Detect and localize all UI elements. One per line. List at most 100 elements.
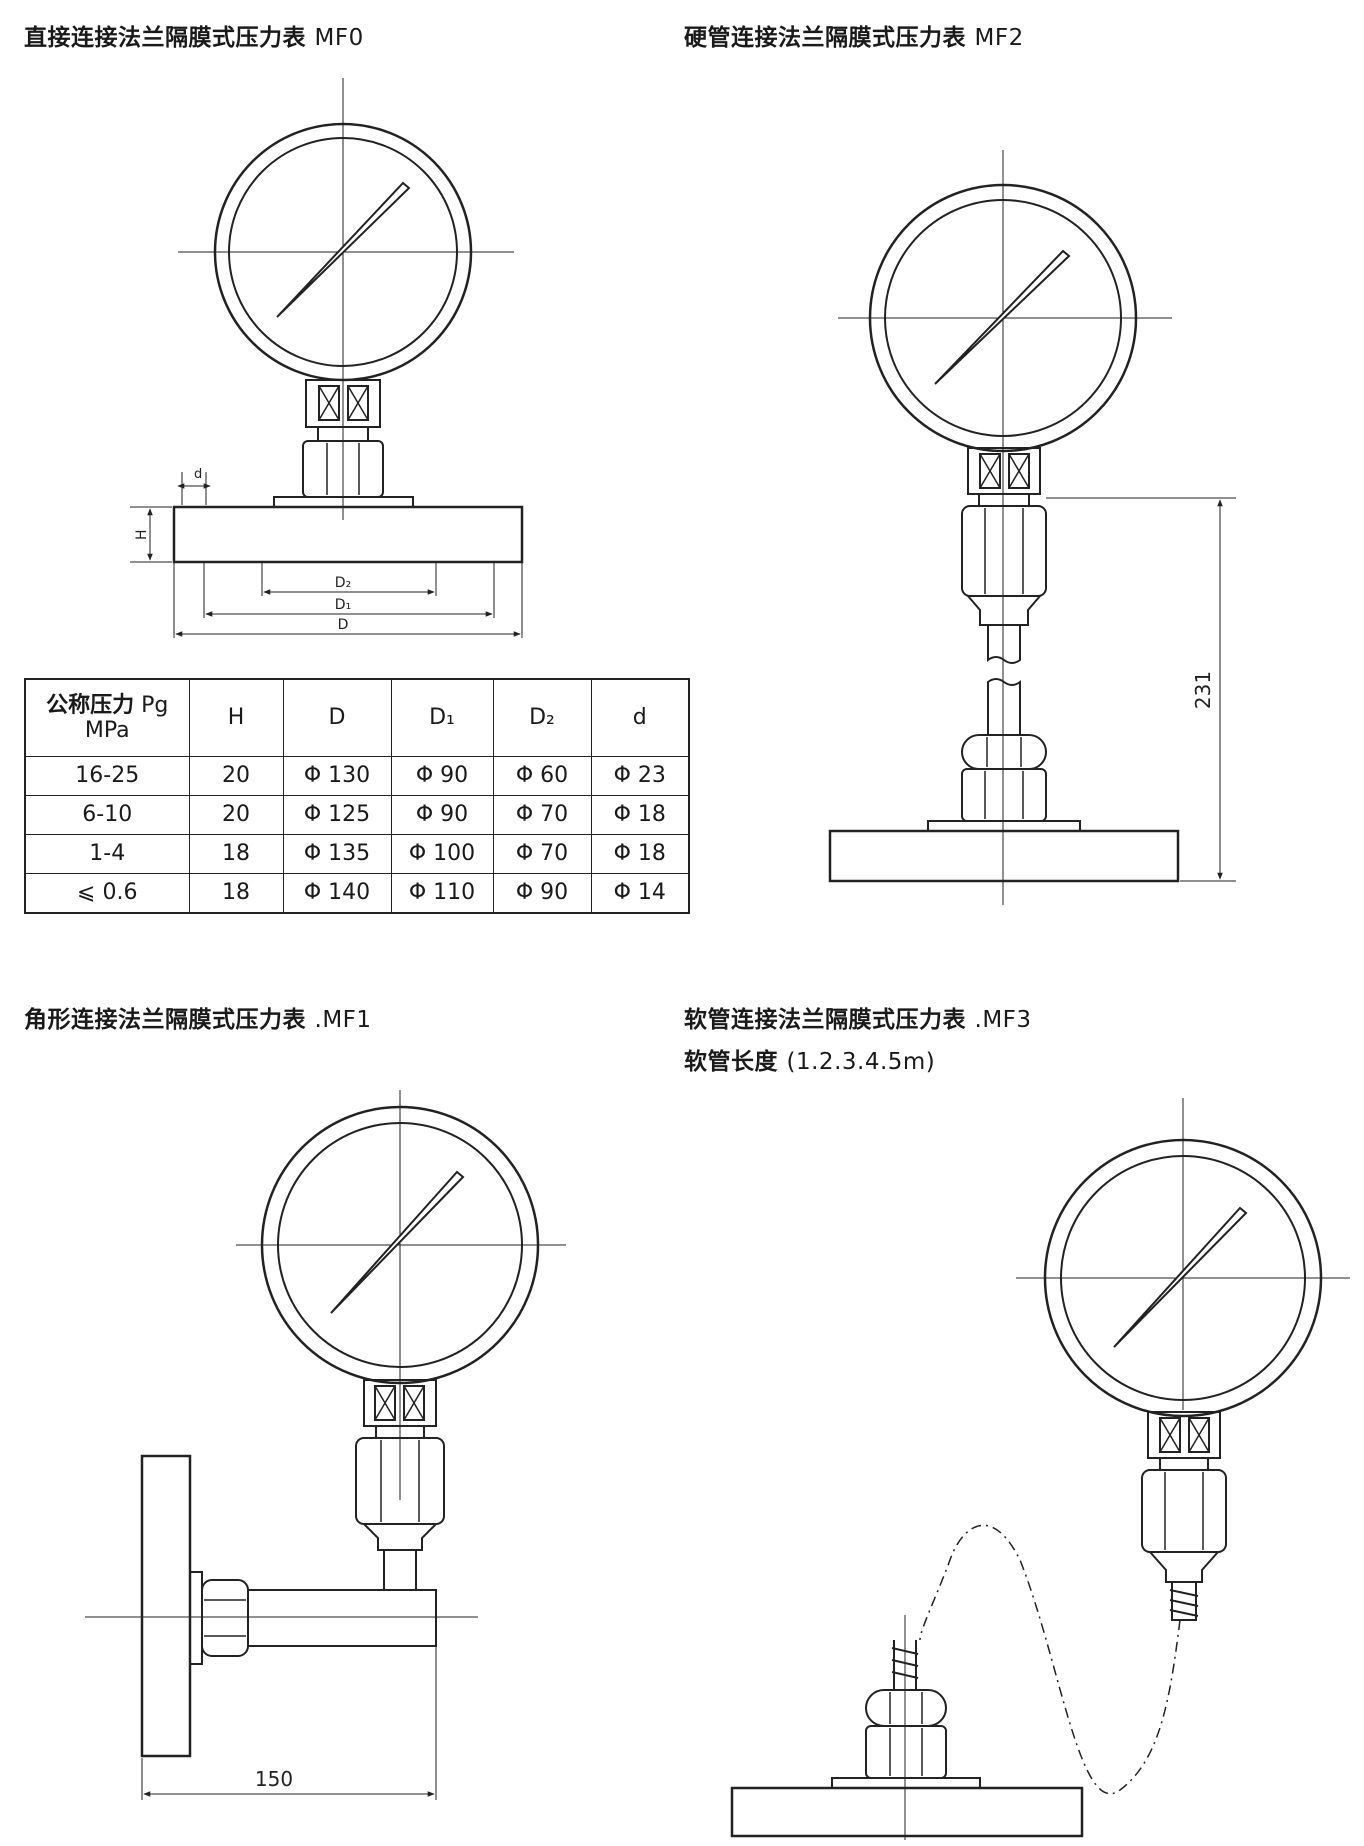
cell-D1: Φ 90: [390, 795, 494, 835]
cell-D: Φ 135: [282, 834, 392, 874]
mf0-dim-D1-label: D₁: [335, 597, 351, 613]
mf0-flange: [172, 505, 524, 564]
mf3-title: 软管连接法兰隔膜式压力表 .MF3: [684, 1000, 1032, 1034]
mf2-pipe-lower: [987, 678, 1021, 736]
mf2-wrench-flat-right: [1008, 453, 1030, 489]
table-row: 1-4 18 Φ 135 Φ 100 Φ 70 Φ 18: [24, 834, 690, 874]
cell-D1: Φ 100: [390, 834, 494, 874]
mf1-title-code: .MF1: [314, 1007, 372, 1033]
mf3-base-nut: [865, 1725, 947, 1779]
cell-pressure: ⩽ 0.6: [24, 873, 190, 914]
mf2-drawing: [828, 150, 1236, 905]
mf3-seat: [831, 1777, 981, 1789]
mf2-gauge-bezel-inner: [884, 199, 1122, 437]
mf3-title-name: 软管连接法兰隔膜式压力表: [684, 1007, 966, 1033]
cell-pressure: 16-25: [24, 756, 190, 796]
cell-H: 20: [188, 795, 284, 835]
header-nominal-pressure: 公称压力 Pg MPa: [24, 678, 190, 757]
mf1-title: 角形连接法兰隔膜式压力表 .MF1: [24, 1000, 372, 1034]
cell-d: Φ 23: [590, 756, 690, 796]
cell-D: Φ 130: [282, 756, 392, 796]
cell-D2: Φ 70: [492, 834, 592, 874]
mf2-base-nut: [961, 768, 1047, 822]
mf1-drawing: [85, 1090, 566, 1800]
cell-d: Φ 18: [590, 795, 690, 835]
header-H: H: [188, 678, 284, 757]
mf3-gauge-bezel-outer: [1043, 1138, 1323, 1418]
header-pg-symbol: Pg: [141, 692, 169, 718]
header-D2: D₂: [492, 678, 592, 757]
mf3-union-nut: [1141, 1469, 1227, 1553]
cell-D2: Φ 60: [492, 756, 592, 796]
mf3-flange: [730, 1786, 1084, 1838]
mf2-dim-height-label: 231: [1191, 671, 1215, 709]
mf1-wrench-flat-left: [374, 1385, 396, 1421]
mf3-hose-length: 软管长度 (1.2.3.4.5m): [684, 1042, 935, 1076]
mf3-lock-nut: [865, 1689, 947, 1727]
cell-d: Φ 18: [590, 834, 690, 874]
header-D: D: [282, 678, 392, 757]
cell-pressure: 6-10: [24, 795, 190, 835]
mf1-dim-length-label: 150: [255, 1767, 293, 1791]
mf3-drawing: [730, 1098, 1350, 1840]
mf2-taper: [967, 595, 1041, 626]
mf0-dim-D-label: D: [338, 617, 349, 633]
mf0-drawing: [130, 78, 524, 638]
mf1-elbow-pipe: [247, 1589, 437, 1647]
mf2-pipe-upper: [987, 625, 1021, 664]
mf1-gauge-bezel-inner: [277, 1122, 523, 1368]
table-row: 6-10 20 Φ 125 Φ 90 Φ 70 Φ 18: [24, 795, 690, 835]
mf0-gauge-bezel-inner: [228, 137, 458, 367]
cell-H: 18: [188, 834, 284, 874]
cell-d: Φ 14: [590, 873, 690, 914]
mf3-hose-length-values: (1.2.3.4.5m): [786, 1049, 936, 1075]
mf3-pointer: [1113, 1206, 1248, 1348]
mf3-gauge-bezel-inner: [1060, 1155, 1306, 1401]
mf3-wrench-flat-left: [1159, 1417, 1181, 1453]
mf2-seat: [927, 820, 1081, 832]
table-row: ⩽ 0.6 18 Φ 140 Φ 110 Φ 90 Φ 14: [24, 873, 690, 914]
mf1-gauge-bezel-outer: [260, 1105, 540, 1385]
mf0-dim-H-label: H: [134, 529, 150, 540]
mf1-side-nut: [201, 1579, 249, 1657]
mf1-seat: [189, 1571, 203, 1665]
cell-D1: Φ 90: [390, 756, 494, 796]
table-row: 16-25 20 Φ 130 Φ 90 Φ 60 Φ 23: [24, 756, 690, 796]
mf0-title: 直接连接法兰隔膜式压力表 MF0: [24, 18, 364, 52]
mf0-dim-d-label: d: [194, 467, 202, 482]
mf0-title-code: MF0: [314, 25, 364, 51]
mf2-flange: [828, 829, 1180, 883]
cell-D: Φ 125: [282, 795, 392, 835]
mf3-wrench-flat-right: [1188, 1417, 1210, 1453]
cell-D2: Φ 90: [492, 873, 592, 914]
mf0-wrench-flat-left: [318, 385, 340, 421]
mf2-title-code: MF2: [974, 25, 1024, 51]
mf1-flange: [140, 1454, 192, 1758]
spec-table: 公称压力 Pg MPa H D D₁ D₂ d 16-25 20 Φ 130 Φ…: [24, 678, 690, 914]
mf1-union-nut: [355, 1437, 445, 1525]
mf1-riser: [383, 1549, 417, 1591]
cell-D1: Φ 110: [390, 873, 494, 914]
mf0-pointer: [276, 181, 411, 318]
mf3-flexible-hose: [919, 1524, 1181, 1795]
mf0-wrench-flat-right: [347, 385, 369, 421]
header-d: d: [590, 678, 690, 757]
mf3-title-code: .MF3: [974, 1007, 1032, 1033]
header-pg-unit: MPa: [84, 718, 130, 743]
table-header-row: 公称压力 Pg MPa H D D₁ D₂ d: [24, 678, 690, 757]
mf3-hose-length-label: 软管长度: [684, 1049, 778, 1075]
mf2-pointer: [934, 249, 1071, 385]
mf2-title-name: 硬管连接法兰隔膜式压力表: [684, 25, 966, 51]
cell-D: Φ 140: [282, 873, 392, 914]
cell-H: 20: [188, 756, 284, 796]
mf2-wrench-flat-left: [979, 453, 1001, 489]
mf2-lock-nut: [961, 734, 1047, 770]
mf2-union-nut: [961, 505, 1047, 597]
mf1-wrench-flat-right: [403, 1385, 425, 1421]
mf1-pointer: [330, 1170, 465, 1314]
cell-D2: Φ 70: [492, 795, 592, 835]
header-D1: D₁: [390, 678, 494, 757]
mf0-title-name: 直接连接法兰隔膜式压力表: [24, 25, 306, 51]
mf2-title: 硬管连接法兰隔膜式压力表 MF2: [684, 18, 1024, 52]
